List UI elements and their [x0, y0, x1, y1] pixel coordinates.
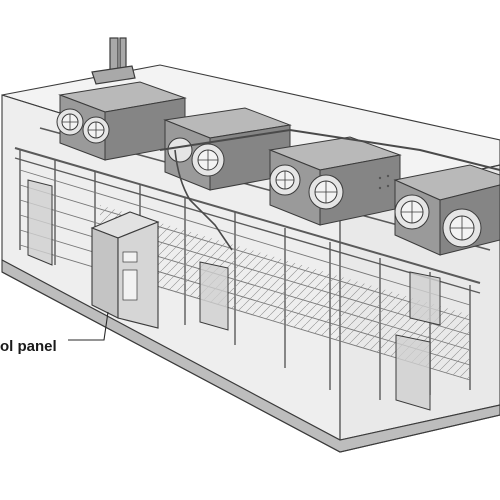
- callout-leader-line: [68, 311, 109, 341]
- control-panel-callout-label: ol panel: [0, 338, 57, 355]
- conveyor-shelves: [19, 169, 471, 381]
- vent-stack: [91, 37, 136, 85]
- refrigerant-piping: [159, 128, 500, 251]
- fan-unit-4: [393, 164, 500, 256]
- control-panel-cabinet: [90, 211, 160, 329]
- fan-unit-3: [268, 136, 402, 226]
- access-doors: [27, 179, 441, 411]
